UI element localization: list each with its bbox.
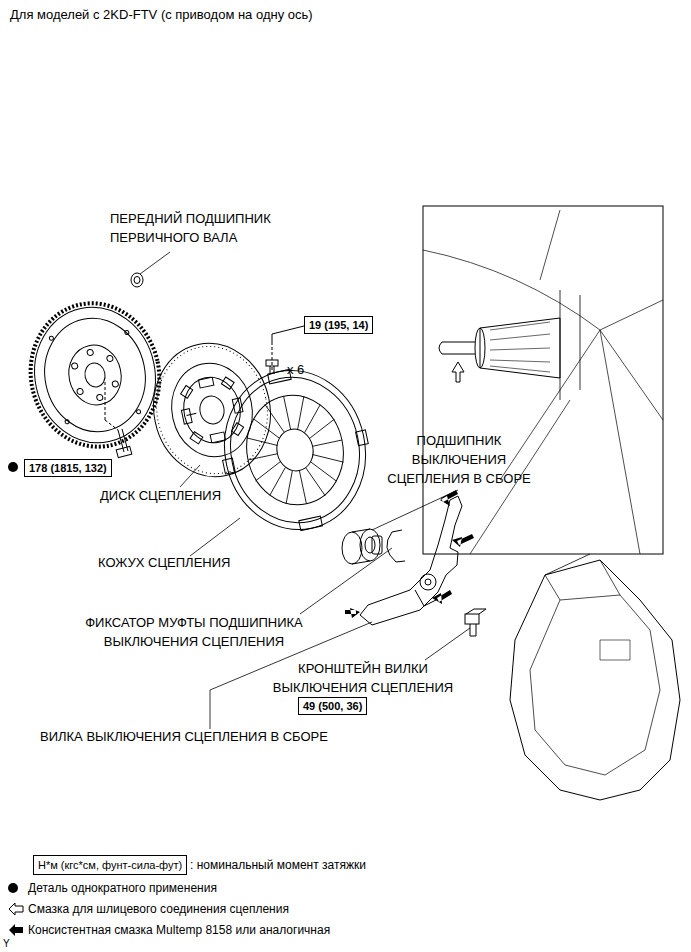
- diagram-title: Для моделей с 2KD-FTV (с приводом на одн…: [10, 5, 313, 24]
- transmission-housing: [510, 560, 680, 800]
- clutch-disc: [141, 332, 282, 487]
- release-fork: [360, 496, 462, 625]
- legend-hollow-arrow: [9, 903, 23, 915]
- part-label: ПЕРЕДНИЙ ПОДШИПНИК ПЕРВИЧНОГО ВАЛА: [110, 209, 288, 247]
- part-label: ФИКСАТОР МУФТЫ ПОДШИПНИКА ВЫКЛЮЧЕНИЯ СЦЕ…: [46, 613, 342, 651]
- release-bearing: [342, 529, 382, 564]
- legend-text: Смазка для шлицевого соединения сцеплени…: [28, 901, 289, 917]
- torque-value: 49 (500, 36): [303, 700, 362, 712]
- part-label: КОЖУХ СЦЕПЛЕНИЯ: [98, 553, 230, 572]
- torque-spec-box: 19 (195, 14): [304, 316, 373, 334]
- part-label: КРОНШТЕЙН ВИЛКИ ВЫКЛЮЧЕНИЯ СЦЕПЛЕНИЯ: [258, 659, 468, 697]
- pilot-bearing: [131, 273, 143, 287]
- legend-text: Деталь однократного применения: [28, 880, 217, 896]
- legend-solid-arrow: [9, 924, 23, 936]
- legend-torque-box: Н*м (кгс*см, фунт-сила-фут): [33, 855, 187, 875]
- clutch-cover: [207, 357, 383, 544]
- single-use-dot: [8, 462, 18, 472]
- torque-value: 19 (195, 14): [309, 319, 368, 331]
- legend-text: Консистентная смазка Multemp 8158 или ан…: [28, 922, 330, 938]
- torque-value: 178 (1815, 132): [29, 462, 107, 474]
- retainer-clip: [387, 530, 405, 562]
- legend-dot: [8, 883, 18, 893]
- part-label: x 6: [287, 360, 304, 379]
- flywheel: [17, 291, 172, 458]
- fork-bracket: [465, 609, 486, 636]
- torque-spec-box: 49 (500, 36): [298, 697, 367, 715]
- torque-value: Н*м (кгс*см, фунт-сила-фут): [38, 859, 182, 871]
- torque-spec-box: 178 (1815, 132): [24, 459, 112, 477]
- detail-inset: [423, 206, 663, 554]
- part-label: Y: [3, 938, 10, 950]
- grease-arrow: [345, 490, 474, 618]
- legend-text: : номинальный момент затяжки: [190, 857, 366, 873]
- part-label: ПОДШИПНИК ВЫКЛЮЧЕНИЯ СЦЕПЛЕНИЯ В СБОРЕ: [376, 431, 542, 488]
- part-label: ВИЛКА ВЫКЛЮЧЕНИЯ СЦЕПЛЕНИЯ В СБОРЕ: [40, 727, 328, 746]
- part-label: ДИСК СЦЕПЛЕНИЯ: [100, 486, 221, 505]
- flywheel-bolt: [105, 380, 132, 458]
